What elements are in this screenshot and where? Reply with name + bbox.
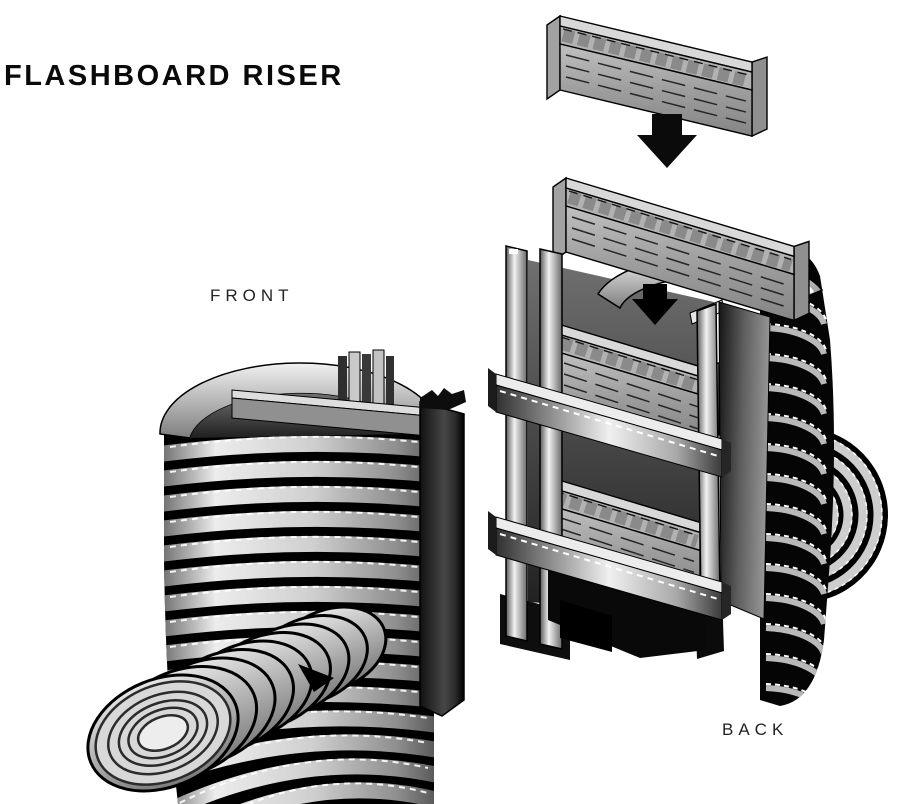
front-outlet-pipe bbox=[86, 605, 388, 793]
corrugated-column bbox=[760, 248, 834, 706]
metal-strap-lower bbox=[488, 511, 731, 621]
back-label: BACK bbox=[722, 720, 789, 739]
down-arrow-icon bbox=[637, 114, 697, 168]
front-guide-plate-bracket bbox=[420, 388, 466, 410]
column-corrugation bbox=[765, 293, 827, 706]
flashboard-floating bbox=[546, 14, 768, 168]
down-arrow-icon bbox=[632, 284, 678, 325]
front-riser bbox=[86, 349, 466, 804]
front-label: FRONT bbox=[210, 286, 294, 305]
front-guide-plate bbox=[419, 401, 465, 717]
back-riser bbox=[488, 176, 888, 706]
base-blocks bbox=[548, 560, 706, 658]
flashboard-plank bbox=[546, 14, 768, 138]
figure-title: FLASHBOARD RISER bbox=[4, 60, 344, 92]
flashboard-guide-channels bbox=[338, 349, 394, 432]
pipe-joint-mark bbox=[298, 664, 334, 692]
flashboard-inserted bbox=[552, 176, 810, 322]
metal-strap-upper bbox=[488, 368, 731, 478]
